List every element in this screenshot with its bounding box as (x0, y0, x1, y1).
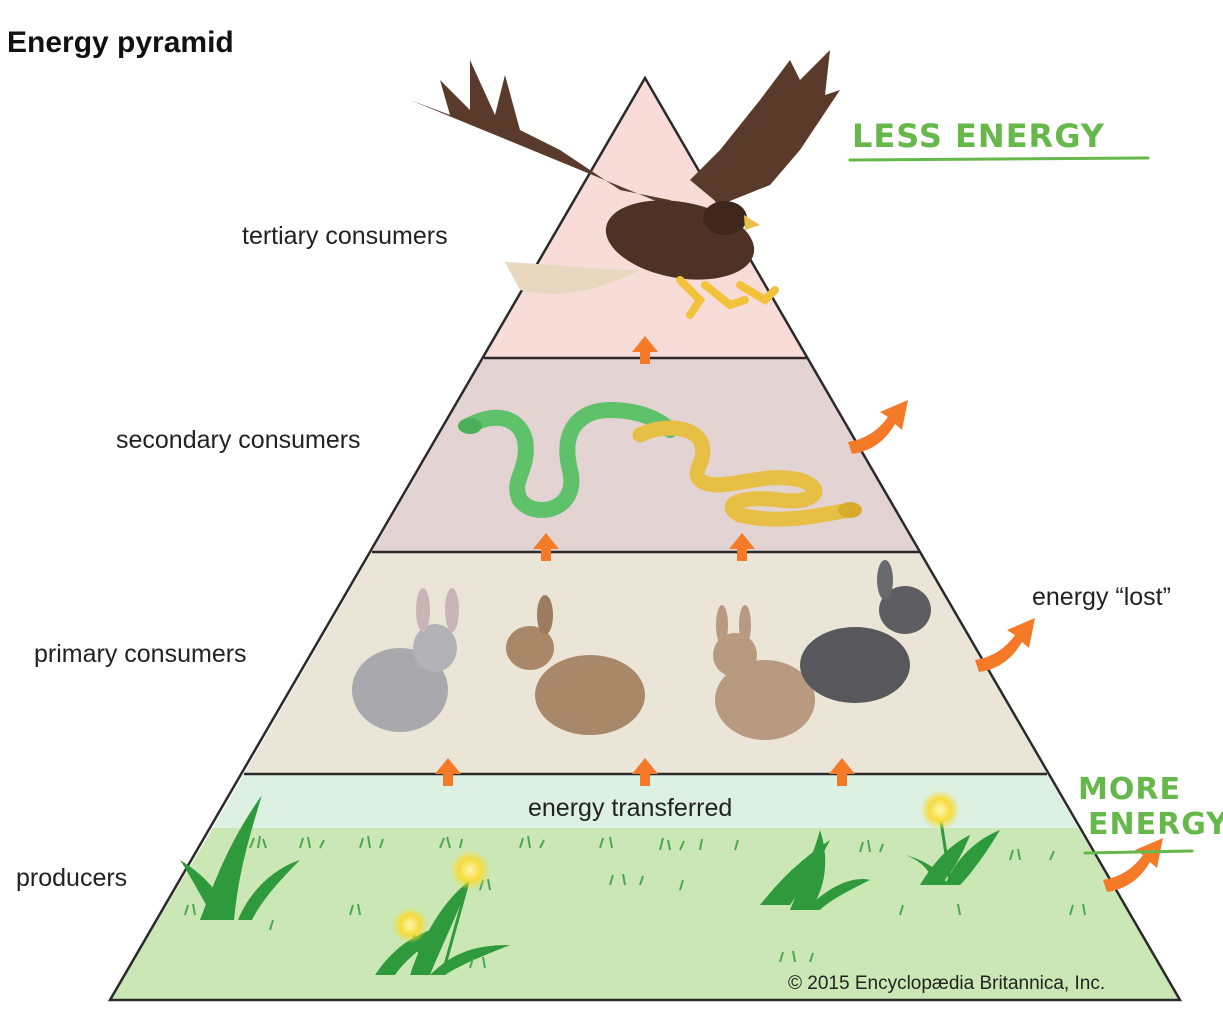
annotation-more-energy-line1: MORE (1078, 772, 1181, 807)
tier-producers-grass (110, 828, 1180, 1000)
label-tertiary-consumers: tertiary consumers (242, 222, 448, 250)
grass-blades (184, 835, 1086, 969)
yellow-snake-icon (632, 420, 862, 527)
rabbit-icon (352, 588, 459, 732)
dandelion-icon (392, 790, 960, 971)
annotation-less-energy: LESS ENERGY (852, 117, 1105, 155)
pyramid (107, 75, 1183, 1002)
label-secondary-consumers: secondary consumers (116, 426, 361, 454)
copyright-notice: © 2015 Encyclopædia Britannica, Inc. (788, 973, 1106, 994)
rabbit-icon (713, 605, 815, 740)
eagle-icon (410, 50, 840, 319)
tier-secondary (372, 358, 919, 552)
label-primary-consumers: primary consumers (34, 640, 247, 668)
grass-icon (180, 795, 1000, 975)
annotation-more-energy-line2: ENERGY (1088, 807, 1223, 842)
rabbit-icon (506, 595, 645, 735)
more-energy-underline (1083, 849, 1194, 855)
label-producers: producers (16, 864, 128, 892)
less-energy-underline (848, 156, 1150, 162)
green-snake-icon (458, 401, 678, 518)
label-energy-lost: energy “lost” (1032, 583, 1171, 611)
tier-producers-top (213, 774, 1078, 828)
page-title: Energy pyramid (7, 26, 234, 59)
pyramid-outline (107, 75, 1183, 1002)
label-energy-transferred: energy transferred (528, 794, 733, 822)
tier-primary (244, 552, 1047, 774)
rabbit-icon (800, 560, 931, 703)
